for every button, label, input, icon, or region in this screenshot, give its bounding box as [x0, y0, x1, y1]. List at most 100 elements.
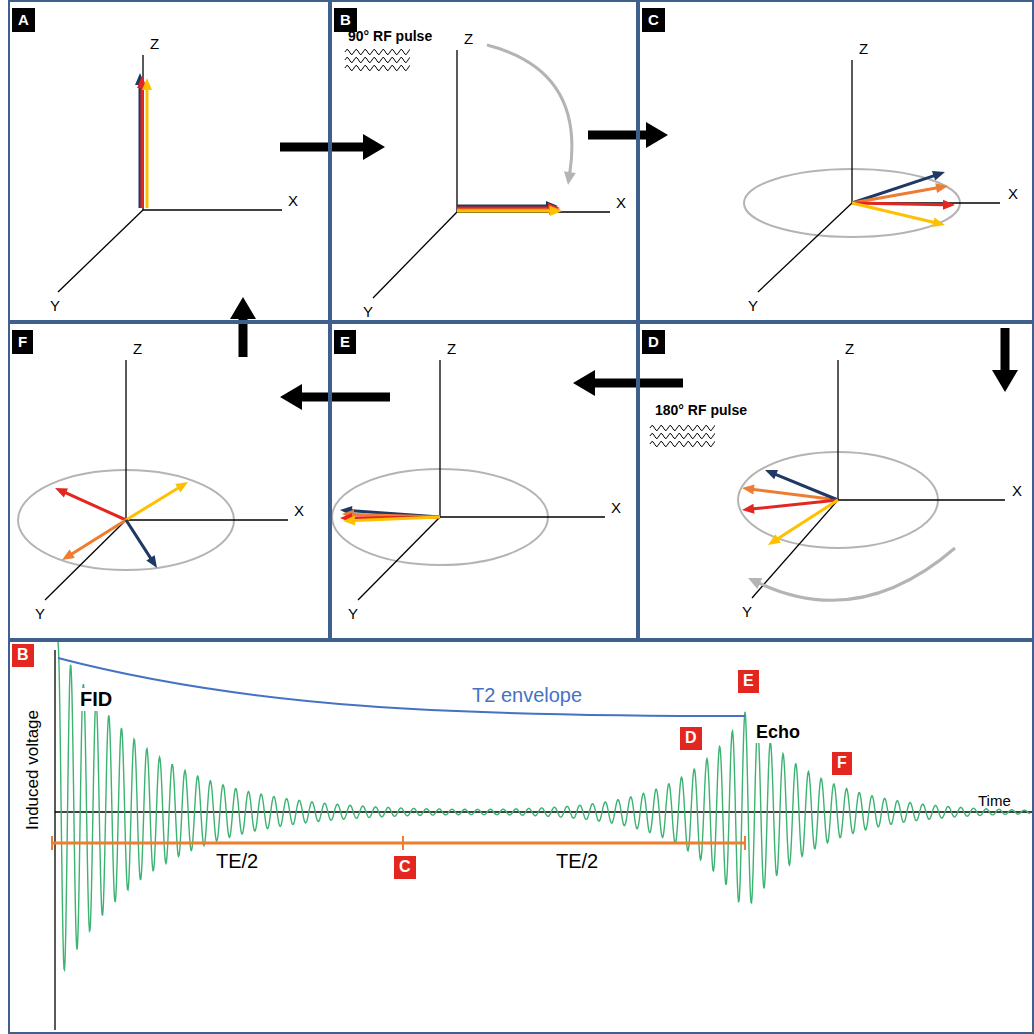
spin-vector [125, 519, 157, 568]
spin-vector [852, 200, 955, 210]
axis-label: Z [133, 340, 142, 357]
y-axis [58, 210, 143, 292]
z-axis [439, 360, 440, 517]
vector-panel: A Z X Y [8, 0, 330, 322]
flow-arrow [573, 370, 683, 396]
y-axis [752, 500, 838, 598]
z-axis [851, 60, 852, 203]
z-axis [125, 360, 126, 520]
te-tick [744, 836, 746, 850]
rotation-arrow [487, 45, 572, 172]
x-axis [440, 516, 605, 517]
panel-letter: E [334, 330, 356, 354]
echo-label: Echo [754, 722, 802, 743]
vector-panel: C Z X Y [638, 0, 1034, 322]
stage-marker: D [680, 727, 702, 750]
x-axis [143, 209, 282, 210]
axis-label: X [616, 194, 626, 211]
panel-letter: C [642, 8, 665, 32]
x-axis [838, 499, 1005, 500]
spin-vector [852, 202, 945, 228]
marker-letter: C [399, 858, 411, 876]
te-tick [51, 836, 53, 850]
flow-arrow [588, 122, 668, 148]
spin-vector [343, 516, 440, 526]
rf-wave [650, 426, 715, 431]
axis-label: Y [748, 297, 758, 314]
spin-vector [768, 499, 839, 545]
envelope-label: T2 envelope [470, 684, 584, 707]
vector-panel [58, 55, 282, 292]
flow-arrow [992, 328, 1018, 392]
pulse-label: 90° RF pulse [348, 28, 432, 44]
flow-arrow [280, 384, 390, 410]
vector-panel: D 180° RF pulse Z X Y [638, 322, 1034, 640]
marker-letter: F [837, 754, 847, 772]
rf-wave [345, 58, 410, 63]
rf-wave [345, 66, 410, 71]
axis-label: Z [447, 340, 456, 357]
interval-label: TE/2 [556, 850, 598, 873]
axis-label: Z [859, 40, 868, 57]
panel-letter: F [12, 330, 33, 354]
signal-graph [52, 642, 1034, 1030]
rotation-arrowhead [564, 171, 576, 185]
rf-wave [345, 50, 410, 55]
vector-panel [744, 60, 1000, 292]
flow-arrow [230, 297, 256, 357]
spin-vector [765, 470, 839, 502]
vector-panel: B90° RF pulseZXY [330, 0, 638, 322]
axis-label: X [1008, 185, 1018, 202]
marker-letter: D [685, 729, 697, 747]
spin-vector [852, 183, 948, 204]
y-axis [758, 203, 852, 292]
y-axis [373, 212, 457, 298]
axis-label: Y [35, 605, 45, 622]
voltage-axis [54, 650, 55, 1030]
axis-label: Y [50, 297, 60, 314]
vector-panel [18, 360, 288, 600]
signal-panel: FID T2 envelopeEcho Induced voltageTimeTE/… [8, 640, 1034, 1034]
stage-marker: C [394, 856, 416, 879]
stage-marker: E [738, 670, 759, 693]
marker-letter: E [743, 672, 754, 690]
x-axis [126, 519, 288, 520]
panel-letter: D [642, 330, 665, 354]
signal-label: FID [78, 688, 114, 711]
panel-letter: A [12, 8, 35, 32]
rf-wave [650, 442, 715, 447]
axis-label: Y [348, 605, 358, 622]
axis-label: Z [464, 30, 473, 47]
axis-title: Induced voltage [23, 710, 43, 830]
axis-label: Z [150, 35, 159, 52]
te-tick [402, 836, 404, 850]
spin-vector [457, 205, 561, 215]
flow-arrow [280, 134, 385, 160]
axis-label: X [294, 502, 304, 519]
vector-panel [373, 50, 610, 298]
signal-waveform [58, 642, 1030, 970]
z-axis [837, 360, 838, 500]
rf-wave [650, 434, 715, 439]
stage-marker: F [832, 752, 852, 775]
vector-panel: F Z X Y [8, 322, 330, 640]
rotation-arrow [760, 548, 955, 600]
spin-vector [62, 519, 127, 560]
stage-marker: B [12, 644, 34, 667]
axis-label: X [611, 499, 621, 516]
axis-label: X [288, 192, 298, 209]
axis-title: Time [978, 792, 1011, 809]
spin-vector [55, 488, 127, 521]
axis-label: Y [742, 603, 752, 620]
spin-vector [742, 499, 838, 514]
axis-label: X [1012, 482, 1022, 499]
pulse-label: 180° RF pulse [655, 402, 747, 418]
axis-label: Y [363, 303, 373, 320]
marker-letter: B [17, 646, 29, 664]
y-axis [358, 517, 440, 600]
axis-label: Z [845, 340, 854, 357]
